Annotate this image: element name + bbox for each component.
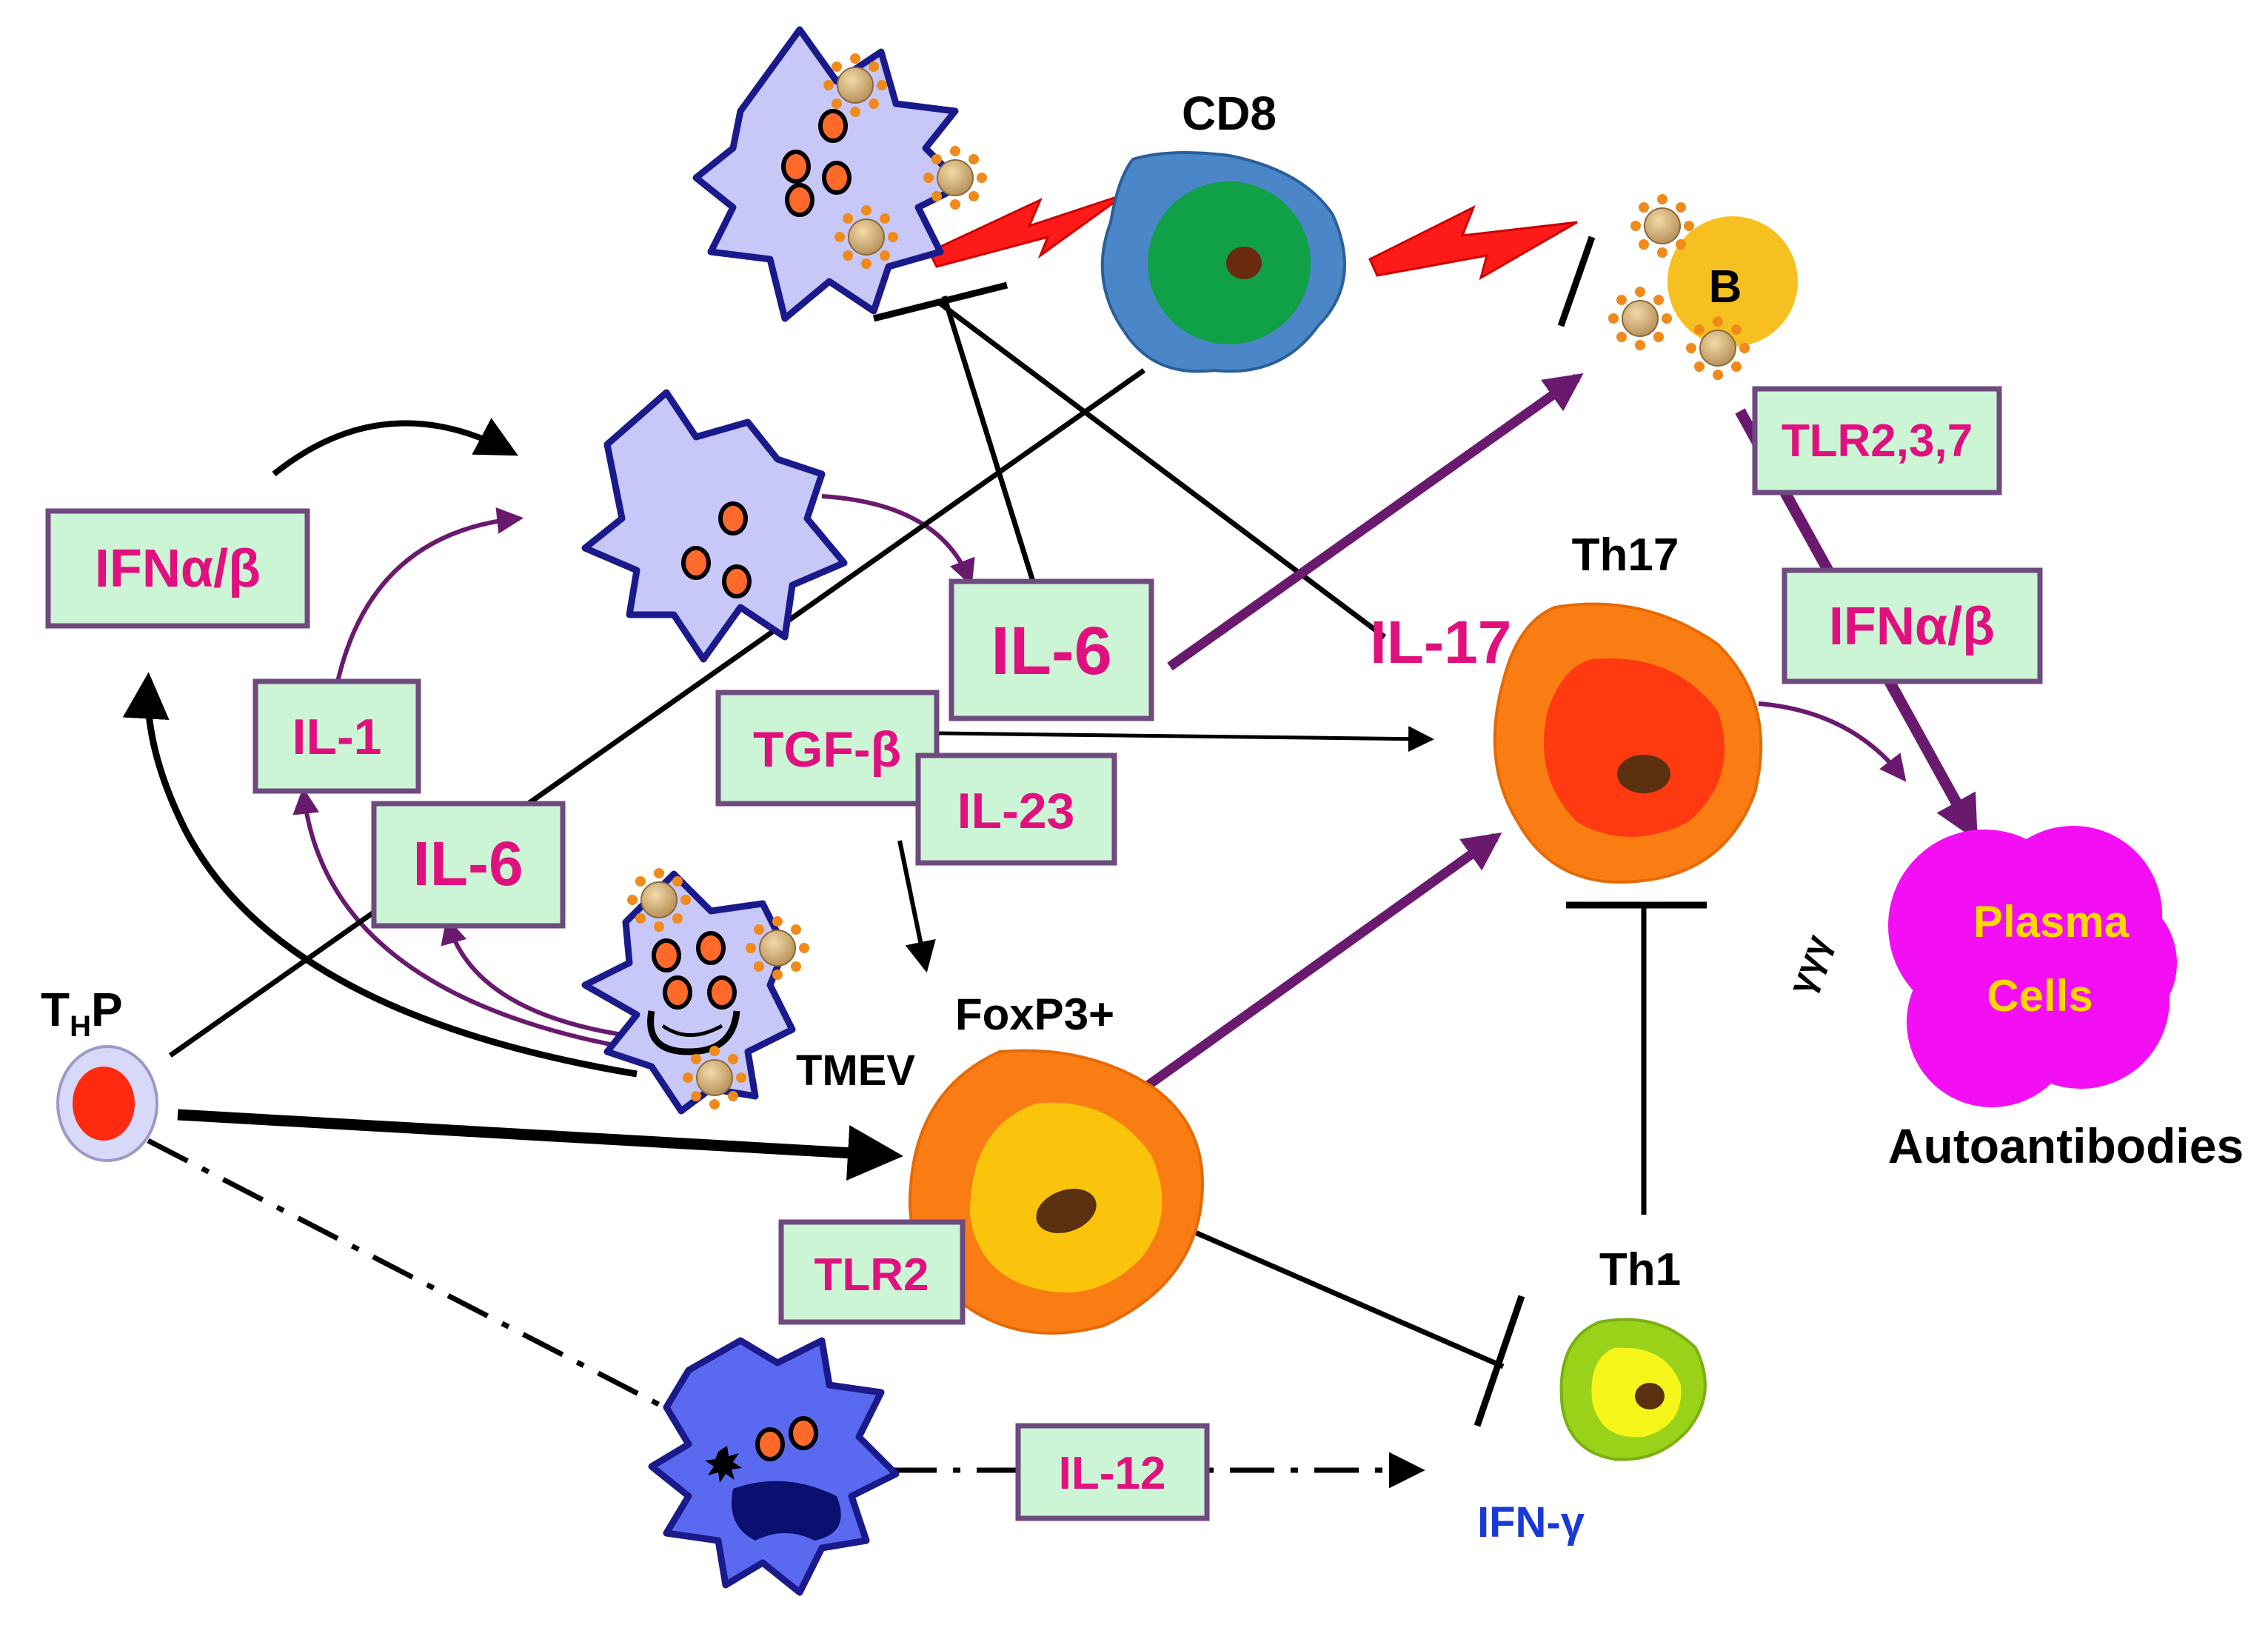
th17-cell (1493, 602, 1763, 884)
cytokine-box-tgfb: TGF-β (715, 690, 940, 807)
svg-text:IL-12: IL-12 (1059, 1448, 1166, 1499)
il17-label: IL-17 (1370, 609, 1511, 676)
cytokine-box-tlr2: TLR2 (778, 1219, 966, 1325)
dendritic-cell-icon (648, 1337, 900, 1596)
cytokine-box-il6-left: IL-6 (371, 801, 566, 929)
svg-text:IFNα/β: IFNα/β (1829, 597, 1995, 656)
cd8-label: CD8 (1182, 87, 1277, 140)
cytokine-box-il1: IL-1 (252, 678, 421, 794)
lightning-bolt-icon (927, 193, 1126, 268)
svg-text:γγγ: γγγ (1782, 930, 1839, 999)
foxp3-cell (908, 1049, 1204, 1335)
virus-particle-icon (1608, 286, 1673, 351)
svg-text:IL-6: IL-6 (991, 613, 1112, 689)
connectors (122, 236, 1978, 1489)
antigen-presenting-cell-icon (692, 26, 966, 322)
svg-text:IL-1: IL-1 (292, 709, 382, 765)
cytokine-box-il12: IL-12 (1015, 1423, 1210, 1521)
ifn-gamma-label: IFN-γ (1477, 1498, 1585, 1546)
svg-text:IL-23: IL-23 (957, 783, 1075, 839)
th1-label: Th1 (1599, 1244, 1681, 1295)
b-cell (1667, 216, 1798, 347)
cytokine-box-il6-center: IL-6 (949, 578, 1154, 721)
antibody-icon: γγγ (1782, 930, 1839, 999)
cytokine-box-ifn-ab-left: IFNα/β (45, 508, 310, 629)
svg-text:IFNα/β: IFNα/β (95, 539, 261, 598)
lightning-bolt-icon (1368, 204, 1578, 281)
svg-text:TGF-β: TGF-β (753, 721, 901, 778)
cytokine-box-tlr237: TLR2,3,7 (1752, 386, 2002, 495)
thp-cell (56, 1045, 158, 1162)
cd8-cell (1100, 151, 1346, 373)
thp-label: THP (41, 983, 123, 1043)
cytokine-box-il23: IL-23 (915, 753, 1117, 866)
cytokine-box-ifn-ab-right: IFNα/β (1782, 567, 2043, 684)
plasma-cells-label-line2: Cells (1987, 971, 2093, 1021)
foxp3-label: FoxP3+ (955, 990, 1114, 1039)
th1-cell (1559, 1318, 1707, 1461)
antigen-presenting-cell-icon (581, 389, 848, 663)
tmev-label: TMEV (796, 1047, 915, 1095)
svg-text:IL-6: IL-6 (412, 829, 523, 898)
b-cell-label: B (1709, 261, 1742, 313)
plasma-cells-label-line1: Plasma (1973, 897, 2130, 947)
autoantibodies-label: Autoantibodies (1888, 1118, 2244, 1173)
th17-label: Th17 (1572, 530, 1679, 581)
plasma-cells (1888, 826, 2177, 1107)
svg-text:TLR2,3,7: TLR2,3,7 (1782, 416, 1973, 467)
svg-text:TLR2: TLR2 (814, 1249, 929, 1301)
antigen-presenting-cell-icon (581, 870, 796, 1115)
